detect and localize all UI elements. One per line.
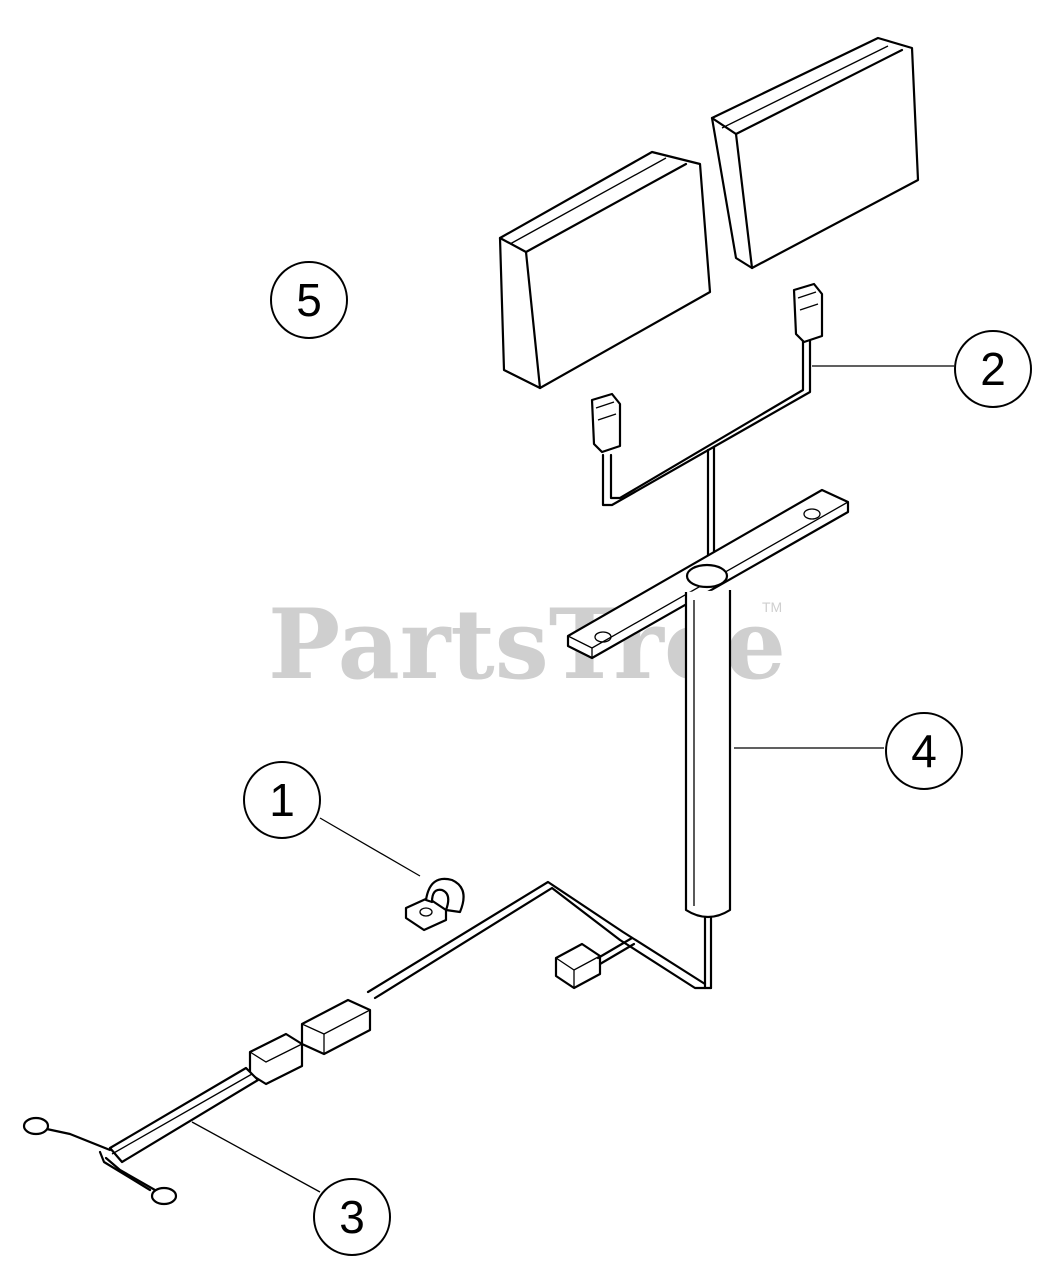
callout-4-label: 4: [911, 725, 937, 777]
callout-2: 2: [954, 330, 1032, 408]
callout-2-label: 2: [980, 343, 1006, 395]
mounting-bracket: [566, 488, 850, 660]
callout-5-label: 5: [296, 274, 322, 326]
leader-lines: [191, 365, 954, 1193]
light-box-left: [498, 150, 712, 390]
callout-3-label: 3: [339, 1191, 365, 1243]
main-harness: [22, 880, 713, 1206]
mounting-tube: [684, 590, 732, 990]
callout-1-label: 1: [269, 774, 295, 826]
light-harness: [590, 282, 824, 574]
callout-3: 3: [313, 1178, 391, 1256]
callout-4: 4: [885, 712, 963, 790]
light-box-right: [710, 36, 920, 270]
watermark-tm: TM: [762, 599, 782, 615]
callout-5: 5: [270, 261, 348, 339]
callout-1: 1: [243, 761, 321, 839]
cable-clamp: [404, 877, 465, 932]
